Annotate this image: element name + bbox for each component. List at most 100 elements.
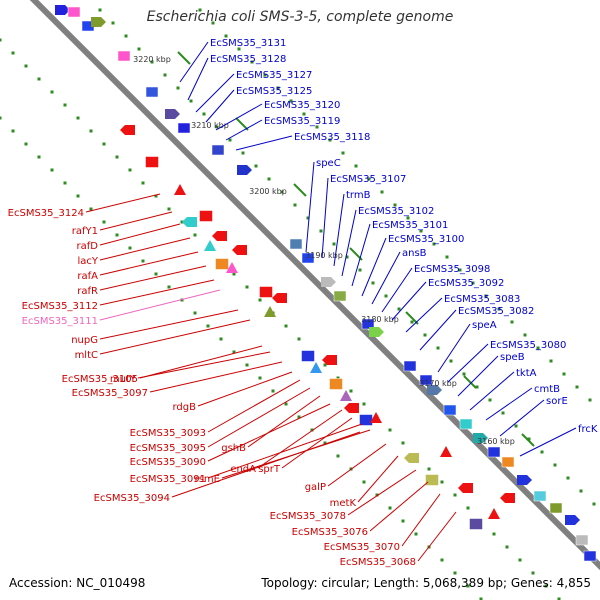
tick-dot <box>310 428 314 432</box>
tick-dot <box>154 272 158 276</box>
forward-gene-arrow <box>55 5 70 15</box>
tick-dot <box>63 181 67 185</box>
reverse-gene-label: rafD <box>77 241 99 252</box>
reverse-gene-labels: EcSMS35_3124rafY1rafDlacYrafArafREcSMS35… <box>8 193 457 568</box>
reverse-gene-arrow <box>182 217 197 227</box>
tick-dot <box>0 116 2 120</box>
reverse-label-leader <box>197 371 293 407</box>
kbp-tick-label: 3200 kbp <box>249 187 287 196</box>
forward-gene-label: EcSMS35_3080 <box>490 340 566 351</box>
tick-dot <box>358 268 362 272</box>
kbp-tick <box>463 375 477 389</box>
forward-label-leader <box>419 309 457 351</box>
kbp-tick-label: 3190 kbp <box>305 251 343 260</box>
tick-dot <box>523 333 527 337</box>
forward-gene-label: frcK <box>578 424 598 435</box>
reverse-gene-label: nupG <box>71 335 98 346</box>
tick-dot <box>514 424 518 428</box>
tick-dot <box>11 51 15 55</box>
forward-gene-label: speB <box>500 352 525 363</box>
tick-dot <box>37 155 41 159</box>
tick-dot <box>566 476 570 480</box>
tick-dot <box>63 103 67 107</box>
accession-label: Accession: NC_010498 <box>9 576 146 590</box>
forward-gene-label: EcSMS35_3100 <box>388 234 464 245</box>
gene-marker <box>204 240 216 251</box>
forward-label-leader <box>437 323 471 373</box>
gene-marker <box>340 390 352 401</box>
reverse-label-leader <box>207 387 311 448</box>
reverse-gene-label: EcSMS35_3070 <box>324 542 400 553</box>
tick-dot <box>505 545 509 549</box>
tick-dot <box>224 34 228 38</box>
forward-label-leader <box>499 399 545 437</box>
tick-dot <box>401 519 405 523</box>
tick-dot <box>401 441 405 445</box>
tick-dot <box>341 151 345 155</box>
tick-dot <box>176 86 180 90</box>
gene-marker <box>310 362 322 373</box>
tick-dot <box>423 333 427 337</box>
reverse-label-leader <box>417 511 457 562</box>
reverse-label-leader <box>99 211 173 231</box>
reverse-gene-label: EcSMS35_3093 <box>130 428 206 439</box>
forward-label-leader <box>405 297 443 333</box>
tick-dot <box>544 584 548 588</box>
tick-dot <box>219 337 223 341</box>
tick-dot <box>137 47 141 51</box>
tick-dot <box>150 60 154 64</box>
tick-dot <box>575 385 579 389</box>
tick-dot <box>293 203 297 207</box>
gene-block <box>199 210 213 222</box>
tick-dot <box>319 229 323 233</box>
tick-dot <box>466 584 470 588</box>
tick-dot <box>154 194 158 198</box>
reverse-gene-label: EcSMS35_3078 <box>270 511 346 522</box>
tick-dot <box>128 168 132 172</box>
gene-block <box>469 518 483 530</box>
tick-dot <box>375 493 379 497</box>
reverse-gene-label: sprT <box>258 464 281 475</box>
gene-features <box>55 5 597 562</box>
tick-dot <box>267 177 271 181</box>
reverse-gene-arrow <box>272 293 287 303</box>
gene-block <box>177 122 191 134</box>
tick-dot <box>479 597 483 600</box>
tick-dot <box>284 324 288 328</box>
tick-dot <box>323 441 327 445</box>
reverse-gene-label: rafR <box>77 286 98 297</box>
forward-label-leader <box>235 135 293 151</box>
forward-label-leader <box>225 119 263 141</box>
reverse-gene-arrow <box>120 125 135 135</box>
tick-dot <box>76 116 80 120</box>
forward-gene-label: EcSMS35_3119 <box>264 116 340 127</box>
tick-dot <box>111 21 115 25</box>
gene-block <box>361 318 375 330</box>
forward-gene-arrow <box>91 17 106 27</box>
forward-gene-label: speC <box>316 158 341 169</box>
forward-label-leader <box>371 251 401 305</box>
forward-gene-arrow <box>427 385 442 395</box>
tick-dot <box>384 294 388 298</box>
gene-block <box>329 378 343 390</box>
tick-dot <box>540 450 544 454</box>
tick-dot <box>380 190 384 194</box>
tick-dot <box>562 372 566 376</box>
reverse-label-leader <box>139 345 263 379</box>
tick-dot <box>263 73 267 77</box>
tick-dot <box>462 372 466 376</box>
kbp-tick <box>521 433 535 447</box>
reverse-label-leader <box>99 265 207 291</box>
tick-dot <box>453 571 457 575</box>
tick-dot <box>102 142 106 146</box>
tick-dot <box>102 220 106 224</box>
tick-dot <box>362 480 366 484</box>
forward-gene-label: EcSMS35_3082 <box>458 306 534 317</box>
tick-dot <box>245 285 249 289</box>
tick-dot <box>588 398 592 402</box>
reverse-label-leader <box>357 455 399 503</box>
gene-marker <box>370 412 382 423</box>
reverse-gene-label: EcSMS35_3124 <box>8 208 84 219</box>
forward-gene-label: EcSMS35_3127 <box>236 70 312 81</box>
